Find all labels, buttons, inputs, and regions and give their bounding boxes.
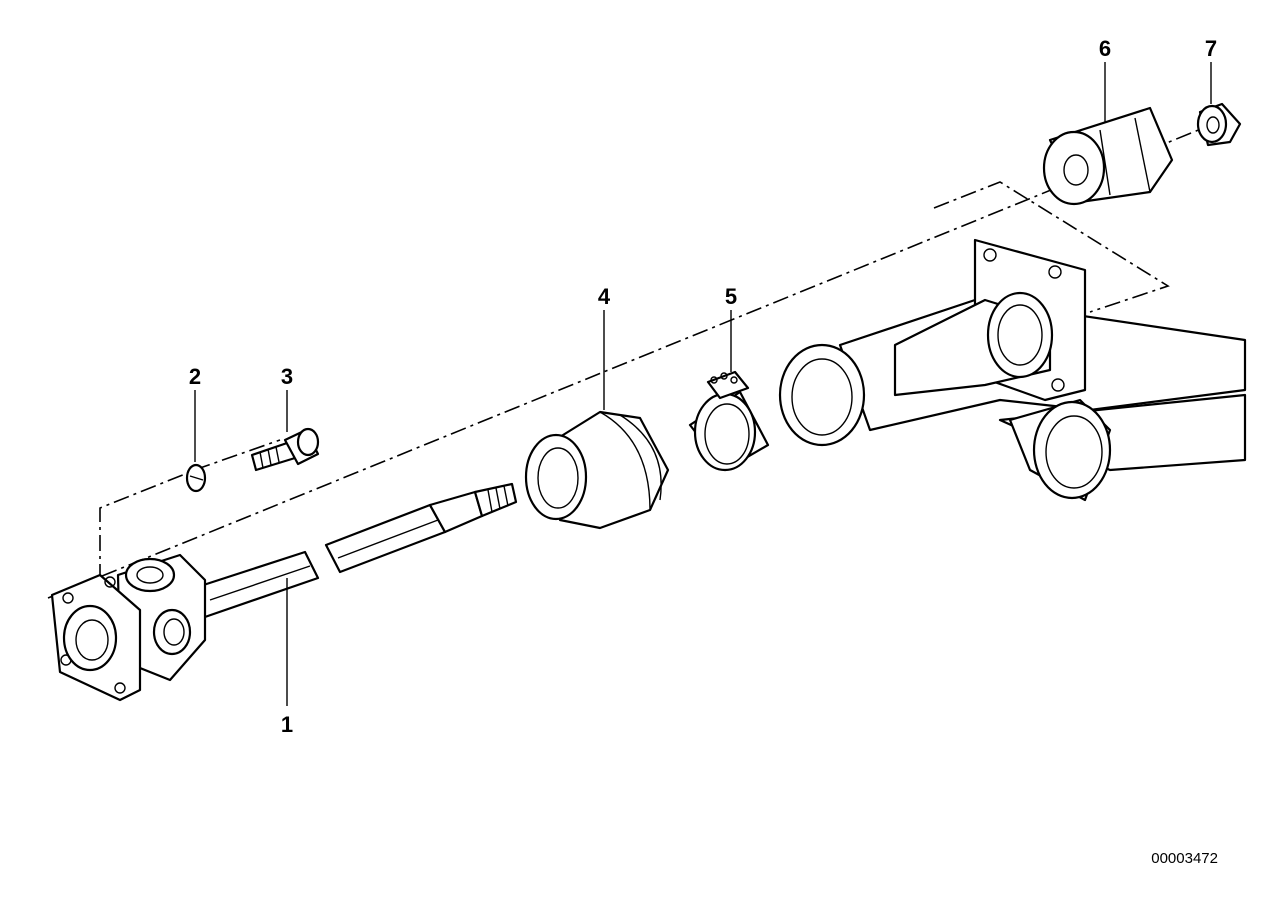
bolt-part <box>250 427 320 472</box>
leader-lines <box>194 62 1212 706</box>
rubber-boot-part <box>524 410 670 530</box>
nut-part <box>1196 102 1242 147</box>
hose-clamp-part <box>688 370 770 472</box>
callout-6: 6 <box>1099 36 1111 61</box>
callout-1: 1 <box>281 712 293 737</box>
callout-labels: 1 2 3 4 5 6 7 <box>189 36 1217 737</box>
axis-lines <box>47 117 1229 599</box>
callout-5: 5 <box>725 284 737 309</box>
callout-2: 2 <box>189 364 201 389</box>
drive-shaft-assembly <box>50 482 518 702</box>
callout-7: 7 <box>1205 36 1217 61</box>
callout-4: 4 <box>598 284 611 309</box>
callout-3: 3 <box>281 364 293 389</box>
lock-ring-part <box>185 463 207 493</box>
axle-carrier-housing <box>778 238 1247 502</box>
diagram-reference-number: 00003472 <box>1151 850 1218 867</box>
rubber-mount-part <box>1042 106 1174 206</box>
